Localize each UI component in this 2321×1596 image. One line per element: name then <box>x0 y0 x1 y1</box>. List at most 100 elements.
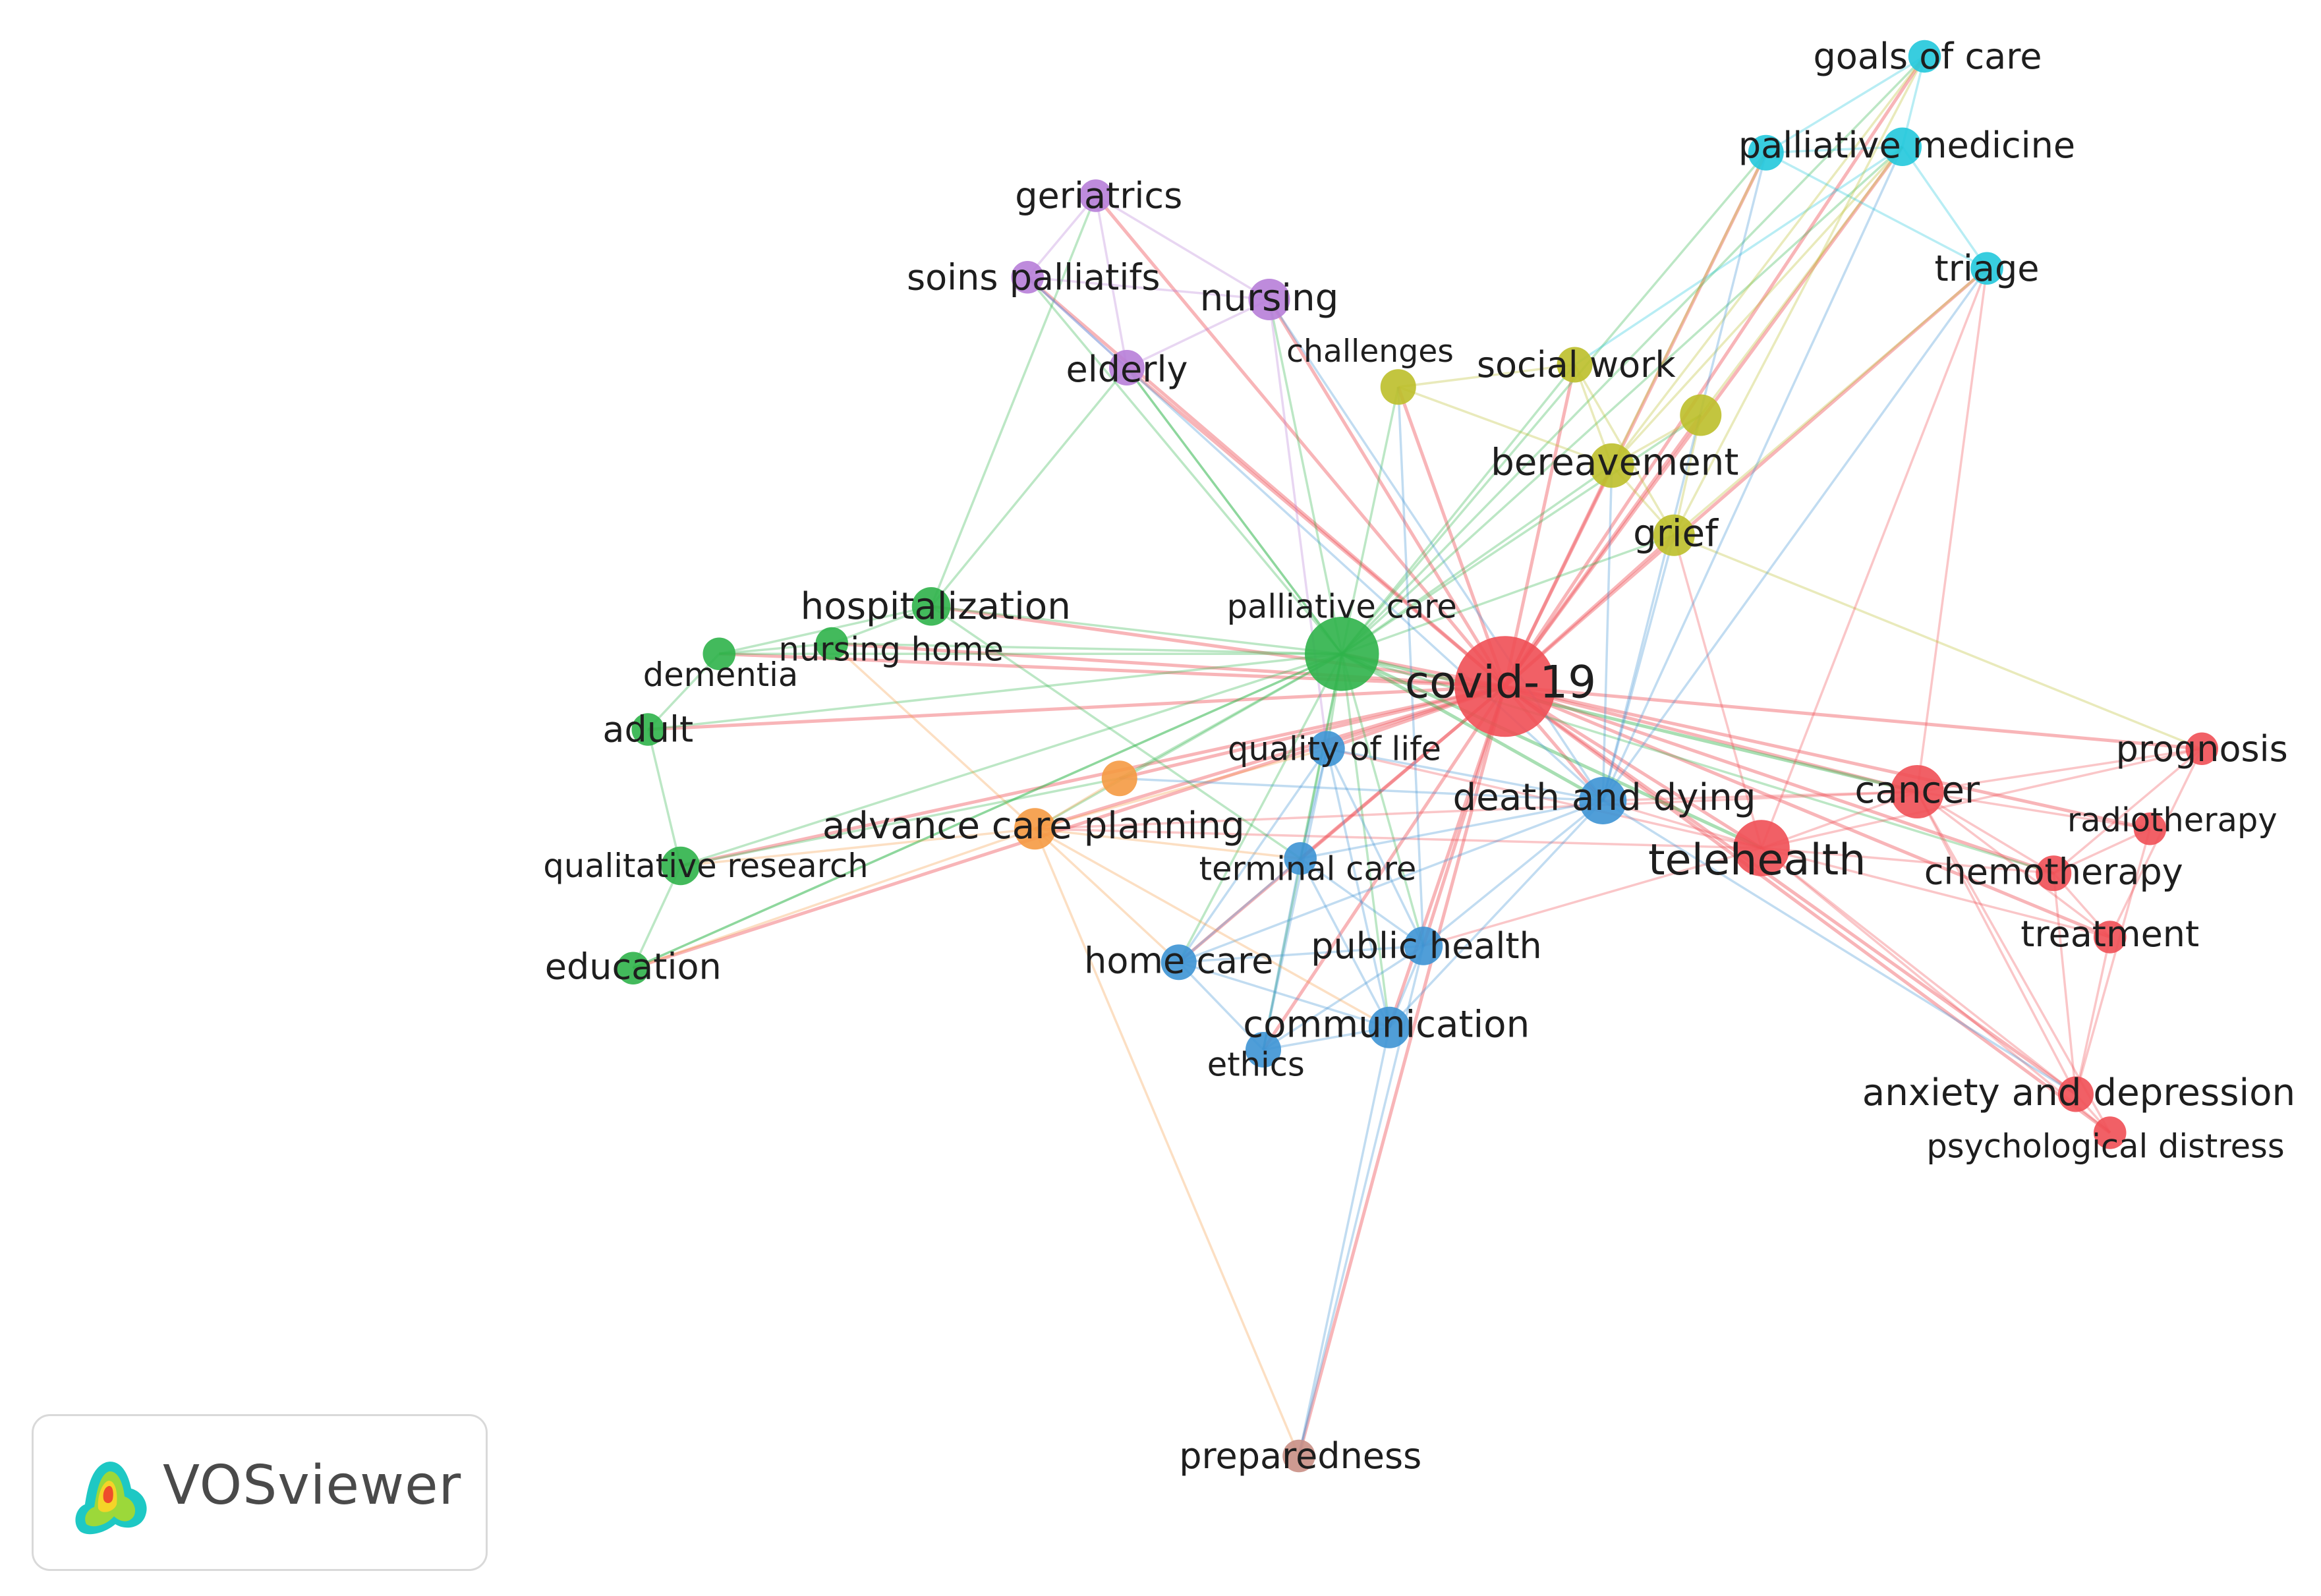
link-communication-ethics <box>1263 1026 1390 1051</box>
link-dementia-adult <box>646 653 720 731</box>
node-palliative-medicine[interactable] <box>1883 127 1922 167</box>
node-anxiety-and-depression[interactable] <box>2058 1076 2094 1112</box>
label-social-work: social work <box>1477 344 1676 385</box>
node-bereavement[interactable] <box>1590 443 1634 488</box>
link-geriatrics-soins-palliatifs <box>1026 194 1097 278</box>
node-covid-19[interactable] <box>1454 636 1556 737</box>
link-palliative-care-social-work <box>1340 364 1576 655</box>
node-grief[interactable] <box>1653 514 1695 556</box>
label-bereavement: bereavement <box>1491 442 1738 484</box>
link-covid-19-nursing-home <box>832 642 1505 689</box>
node-nursing-home[interactable] <box>815 627 849 660</box>
link-quality-of-life-home-care <box>1178 748 1329 963</box>
link-terminal-care-communication <box>1299 857 1390 1029</box>
link-covid-19-education <box>632 685 1506 970</box>
node-education[interactable] <box>617 952 650 985</box>
node-quality-of-life[interactable] <box>1309 731 1345 767</box>
node-hospitalization[interactable] <box>911 587 951 626</box>
link-soins-palliatifs-nursing <box>1027 276 1270 301</box>
link-covid-19-telehealth <box>1504 685 1763 850</box>
link-quality-of-life-ethics <box>1262 748 1329 1050</box>
label-psychological-distress: psychological distress <box>1926 1127 2284 1165</box>
vosviewer-logo-text: VOSviewer <box>163 1454 462 1517</box>
link-covid-19-home-care <box>1178 685 1506 964</box>
link-cyan-minor-death-and-dying <box>1601 152 1767 801</box>
link-covid-19-triage <box>1504 267 1988 688</box>
link-covid-19-nursing <box>1267 299 1506 688</box>
node-cyan-minor[interactable] <box>1748 134 1784 171</box>
link-covid-19-yellow-minor <box>1503 414 1702 688</box>
label-cancer: cancer <box>1854 769 1980 812</box>
node-treatment[interactable] <box>2094 921 2127 954</box>
node-triage[interactable] <box>1970 252 2003 285</box>
node-qualitative-research[interactable] <box>661 846 701 886</box>
node-palliative-care[interactable] <box>1305 617 1379 691</box>
label-preparedness: preparedness <box>1179 1435 1421 1477</box>
link-cancer-death-and-dying <box>1603 790 1918 802</box>
link-hospitalization-terminal-care <box>931 605 1302 860</box>
label-chemotherapy: chemotherapy <box>1924 851 2183 893</box>
link-palliative-medicine-cyan-minor <box>1765 146 1903 154</box>
node-soins-palliatifs[interactable] <box>1011 261 1045 294</box>
link-death-and-dying-communication <box>1388 799 1604 1029</box>
node-preparedness[interactable] <box>1282 1439 1315 1473</box>
link-covid-19-adult <box>648 685 1505 731</box>
link-terminal-care-public-health <box>1300 857 1425 947</box>
label-telehealth: telehealth <box>1648 835 1866 885</box>
link-yellow-minor-palliative-medicine <box>1700 146 1904 416</box>
link-terminal-care-advance-care-planning <box>1035 828 1301 860</box>
link-covid-19-challenges <box>1396 386 1507 687</box>
link-palliative-care-advance-care-planning <box>1034 652 1343 830</box>
node-nursing[interactable] <box>1248 279 1290 320</box>
node-goals-of-care[interactable] <box>1908 40 1941 73</box>
label-public-health: public health <box>1311 925 1542 967</box>
link-nursing-elderly <box>1126 298 1270 369</box>
link-telehealth-chemotherapy <box>1761 847 2054 874</box>
node-radiotherapy[interactable] <box>2133 812 2167 845</box>
link-palliative-care-hospitalization <box>931 605 1342 655</box>
node-communication[interactable] <box>1368 1006 1410 1048</box>
link-palliative-care-orange-minor <box>1118 652 1343 780</box>
link-cancer-treatment <box>1916 791 2111 938</box>
node-ethics[interactable] <box>1246 1032 1281 1068</box>
node-yellow-minor[interactable] <box>1680 394 1722 436</box>
link-covid-19-preparedness <box>1297 686 1507 1457</box>
node-elderly[interactable] <box>1109 350 1145 385</box>
label-home-care: home care <box>1084 940 1273 982</box>
link-death-and-dying-terminal-care <box>1300 799 1603 860</box>
link-challenges-social-work <box>1398 363 1575 388</box>
node-public-health[interactable] <box>1404 926 1443 965</box>
node-dementia[interactable] <box>702 637 736 671</box>
link-geriatrics-nursing <box>1095 194 1270 301</box>
node-cancer[interactable] <box>1890 765 1944 818</box>
node-telehealth[interactable] <box>1733 820 1790 876</box>
node-chemotherapy[interactable] <box>2036 855 2072 892</box>
link-palliative-care-cyan-minor <box>1340 152 1767 655</box>
node-advance-care-planning[interactable] <box>1014 808 1056 850</box>
node-adult[interactable] <box>631 713 665 746</box>
link-covid-19-geriatrics <box>1094 194 1506 688</box>
link-covid-19-advance-care-planning <box>1034 685 1506 831</box>
link-palliative-care-cancer <box>1341 652 1918 793</box>
node-geriatrics[interactable] <box>1079 179 1112 212</box>
label-qualitative-research: qualitative research <box>543 847 868 885</box>
node-death-and-dying[interactable] <box>1579 777 1627 824</box>
link-terminal-care-home-care <box>1178 857 1302 963</box>
node-terminal-care[interactable] <box>1284 842 1317 875</box>
link-radiotherapy-anxiety-and-depression <box>2075 828 2152 1095</box>
link-cyan-minor-triage <box>1765 152 1988 270</box>
node-prognosis[interactable] <box>2185 732 2219 766</box>
link-palliative-medicine-death-and-dying <box>1601 146 1904 801</box>
node-social-work[interactable] <box>1557 347 1593 383</box>
link-covid-19-hospitalization <box>931 604 1506 689</box>
node-challenges[interactable] <box>1380 369 1416 405</box>
link-social-work-palliative-medicine <box>1574 146 1903 366</box>
link-death-and-dying-bereavement <box>1601 465 1613 801</box>
link-quality-of-life-advance-care-planning <box>1035 747 1328 830</box>
node-psychological-distress[interactable] <box>2094 1116 2127 1149</box>
link-grief-triage <box>1673 267 1988 536</box>
vosviewer-logo: VOSviewer <box>32 1414 488 1571</box>
link-palliative-care-qualitative-research <box>680 652 1342 867</box>
node-orange-minor[interactable] <box>1101 760 1137 797</box>
node-home-care[interactable] <box>1160 944 1197 981</box>
